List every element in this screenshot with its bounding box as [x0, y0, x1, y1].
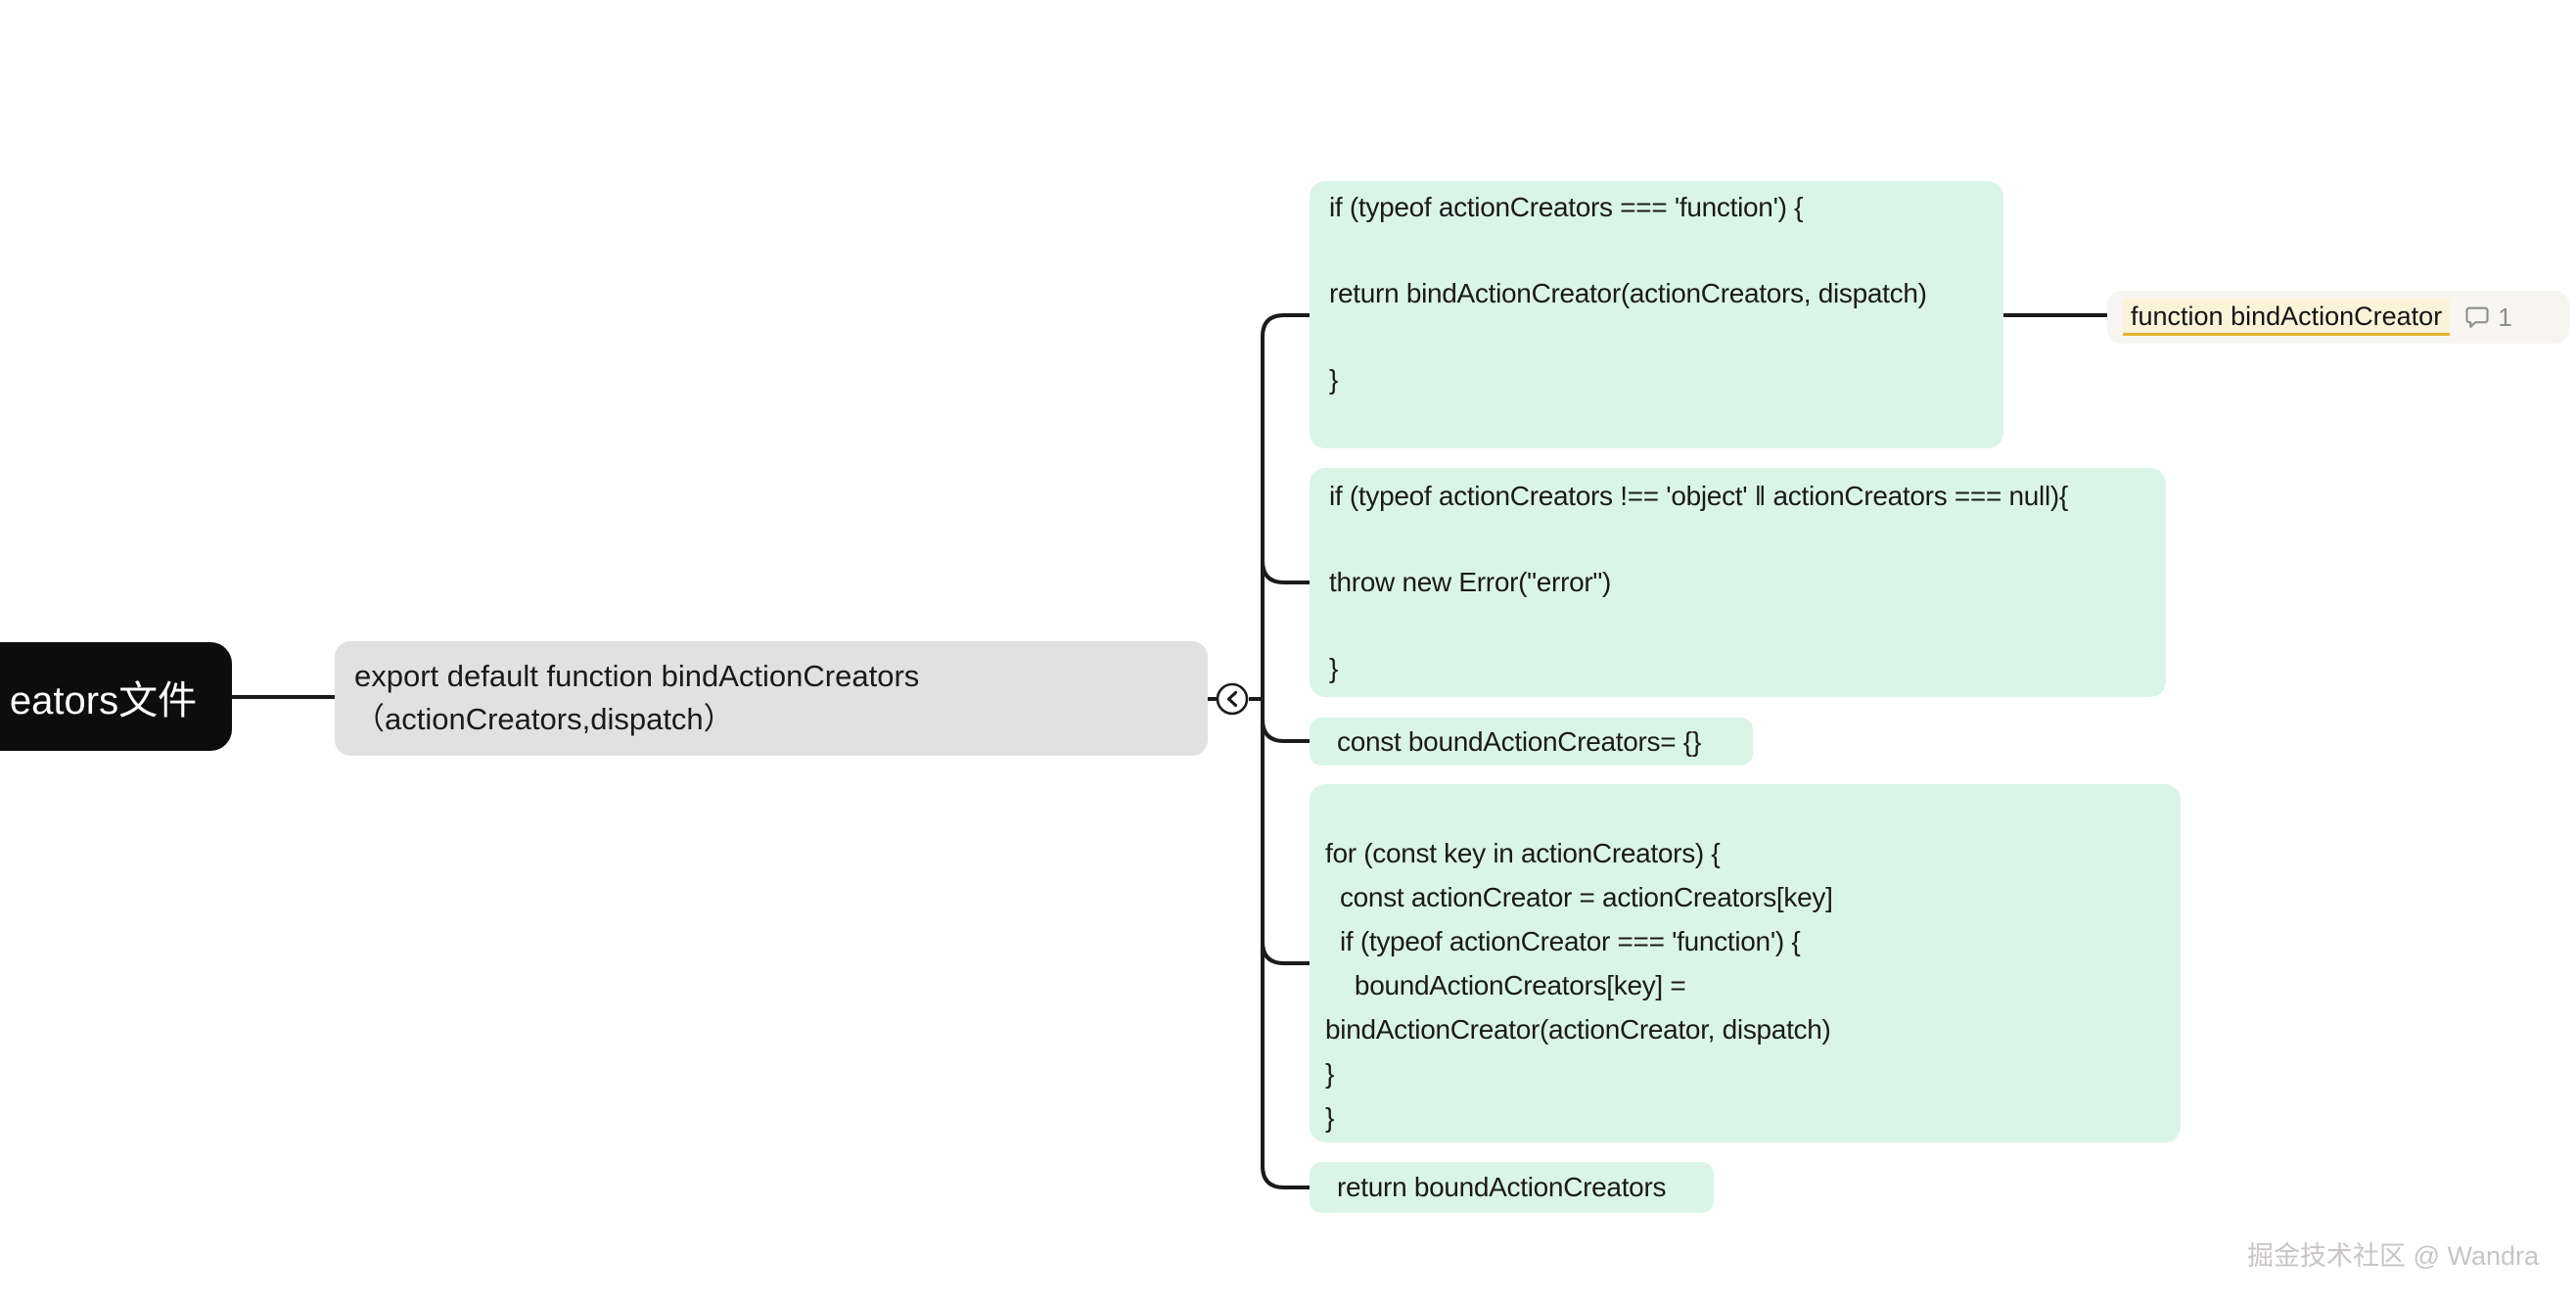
code-line: } [1329, 364, 1339, 395]
code-line: boundActionCreators[key] = [1325, 970, 1686, 1000]
trunk-line [1261, 313, 1310, 1189]
reference-node-bind-action-creator[interactable]: function bindActionCreator 1 [2107, 291, 2569, 344]
code-line: const actionCreator = actionCreators[key… [1325, 882, 1833, 912]
branch-if-object [1261, 560, 1310, 584]
watermark: 掘金技术社区 @ Wandra [2247, 1241, 2539, 1271]
reference-node-label[interactable]: function bindActionCreator [2123, 299, 2451, 336]
code-line: if (typeof actionCreator === 'function')… [1325, 926, 1801, 956]
code-line: throw new Error("error") [1329, 567, 1612, 597]
child-node-return[interactable]: return boundActionCreators [1310, 1162, 1714, 1213]
code-line [1329, 604, 2156, 647]
comment-count: 1 [2498, 302, 2512, 332]
chevron-left-icon [1216, 682, 1249, 716]
code-line: if (typeof actionCreators !== 'object' ‖… [1329, 481, 2068, 511]
collapse-toggle-button[interactable] [1216, 682, 1249, 716]
main-node-line-2: （actionCreators,dispatch） [354, 702, 734, 736]
code-line: const boundActionCreators= {} [1337, 725, 1701, 757]
code-line: bindActionCreator(actionCreator, dispatc… [1325, 1014, 1831, 1045]
child-node-if-object[interactable]: if (typeof actionCreators !== 'object' ‖… [1310, 468, 2166, 697]
code-line [1329, 229, 1994, 272]
branch-const [1261, 719, 1310, 743]
main-node-line-1: export default function bindActionCreato… [354, 659, 920, 693]
child-node-for-loop[interactable]: for (const key in actionCreators) { cons… [1310, 784, 2181, 1142]
code-line: } [1325, 1058, 1335, 1089]
main-function-node[interactable]: export default function bindActionCreato… [335, 641, 1208, 756]
code-line: return bindActionCreator(actionCreators,… [1329, 278, 1927, 308]
root-node[interactable]: eators文件 [0, 642, 232, 751]
code-line [1329, 518, 2156, 561]
comment-bubble-icon [2465, 306, 2489, 328]
root-node-label: eators文件 [9, 678, 198, 722]
branch-for-loop [1261, 941, 1310, 965]
comment-badge[interactable]: 1 [2463, 302, 2512, 333]
code-line: return boundActionCreators [1337, 1172, 1667, 1202]
code-line [1329, 315, 1994, 358]
code-line: if (typeof actionCreators === 'function'… [1329, 192, 1804, 222]
code-line [1325, 787, 2171, 831]
code-line: } [1325, 1102, 1335, 1133]
code-line: } [1329, 653, 1339, 683]
child-node-const-bound[interactable]: const boundActionCreators= {} [1310, 718, 1753, 766]
child-node-if-function[interactable]: if (typeof actionCreators === 'function'… [1310, 181, 2003, 448]
code-line: for (const key in actionCreators) { [1325, 838, 1721, 868]
